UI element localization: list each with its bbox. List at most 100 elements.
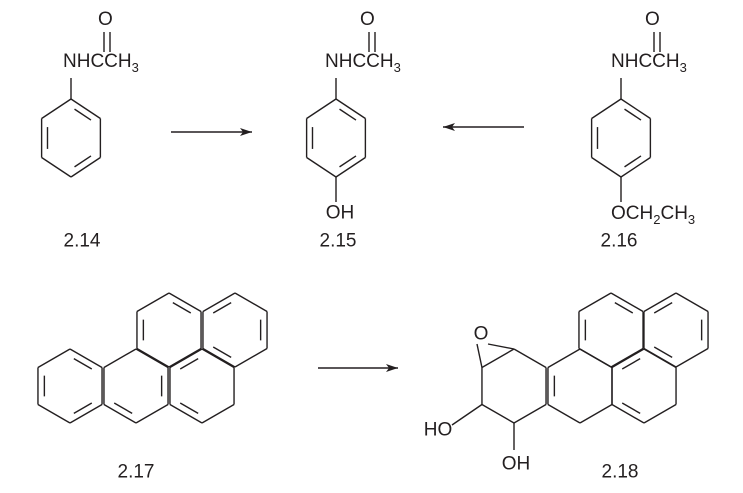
arrowhead-icon [386,364,398,372]
double-bond-inner [624,108,642,121]
ring-bond [591,98,622,120]
ring-bond [201,348,235,369]
double-bond-inner [339,108,357,121]
double-bond-inner [73,402,93,414]
double-bond-inner [339,155,357,168]
ring-bond [201,403,235,424]
ring-bond [69,403,103,424]
ring-bond [169,348,203,369]
epoxide-oxygen-2-18: O [473,323,489,345]
ring-bond [306,98,337,120]
ring-bond [234,292,268,313]
ring-bond [37,403,71,424]
double-bond-inner [73,358,93,370]
ethoxy-sub-1: 2 [653,212,661,227]
ring-bond [513,348,547,369]
ring-bond [611,403,645,424]
ring-bond [481,403,515,424]
ring-bond [578,347,612,368]
double-bond-inner [653,302,673,314]
compound-label-2-16: 2.16 [600,230,638,252]
ring-bond [37,348,71,369]
ring-bond [591,156,622,178]
double-bond-inner [172,302,192,314]
acetamide-group-2-16: NHCCH3 [611,52,687,74]
ring-bond [611,348,645,369]
ring-bond [620,156,651,178]
ring-bond [103,403,137,424]
carbonyl-oxygen-2-15: O [360,9,375,30]
ring-bond [620,98,651,120]
ring-bond [41,98,72,120]
ring-bond [643,347,677,368]
acetamide-subscript: 3 [393,60,401,75]
carbonyl-oxygen-2-16: O [645,9,660,30]
ethoxy-group-2-16: OCH2CH3 [611,204,695,226]
ring-bond [675,292,709,313]
hydroxyl-oh-2-18: OH [501,453,531,475]
acetamide-subscript: 3 [679,60,687,75]
ring-bond [513,403,547,424]
ring-bond [70,156,101,178]
acetamide-group-2-14: NHCCH3 [63,52,139,74]
acetamide-subscript: 3 [131,60,139,75]
ring-bond [547,403,581,424]
ring-bond [202,347,236,368]
double-bond-inner [653,346,673,358]
double-bond-inner [614,302,634,314]
arrowhead-icon [240,128,252,136]
ring-bond [234,347,268,368]
arrowhead-icon [443,123,455,131]
double-bond-inner [74,155,92,168]
epoxide-bond [487,343,515,350]
double-bond-inner [74,108,92,121]
double-bond-inner [621,358,641,370]
compound-label-2-18: 2.18 [601,461,639,483]
double-bond-inner [212,346,232,358]
ethoxy-sub-2: 3 [687,212,696,227]
ring-bond [202,292,236,313]
compound-label-2-15: 2.15 [319,230,357,252]
ring-bond [610,292,644,313]
compound-label-2-17: 2.17 [117,461,155,483]
acetamide-text: NHCCH [611,51,680,72]
ring-bond [578,292,612,313]
double-bond-inner [179,358,199,370]
ring-bond [41,156,72,178]
double-bond-inner [212,302,232,314]
ring-bond [675,347,709,368]
acetamide-text: NHCCH [325,51,394,72]
ring-bond [547,348,581,369]
double-bond-inner [624,155,642,168]
ring-bond [643,403,677,424]
ring-bond [168,292,202,313]
hydroxyl-2-15: OH [325,202,355,224]
acetamide-group-2-15: NHCCH3 [325,52,401,74]
ring-bond [579,403,613,424]
ring-bond [168,347,202,368]
carbonyl-oxygen-2-14: O [98,9,113,30]
ring-bond [169,403,203,424]
ring-bond [69,348,103,369]
c-oh-bond [451,403,483,426]
ethoxy-text-a: OCH [611,203,654,224]
ring-bond [335,156,366,178]
ring-bond [70,98,101,120]
acetamide-text: NHCCH [63,51,132,72]
ring-bond [103,348,137,369]
ethoxy-text-b: CH [660,203,688,224]
ring-bond [643,292,677,313]
ring-bond [306,156,337,178]
compound-label-2-14: 2.14 [63,230,101,252]
ring-bond [610,347,644,368]
hydroxyl-ho-2-18: HO [423,419,453,441]
double-bond-inner [113,402,133,414]
ring-bond [135,403,169,424]
ring-bond [136,347,170,368]
double-bond-inner [179,402,199,414]
ring-bond [481,348,515,369]
epoxide-bond [476,343,483,368]
double-bond-inner [621,402,641,414]
